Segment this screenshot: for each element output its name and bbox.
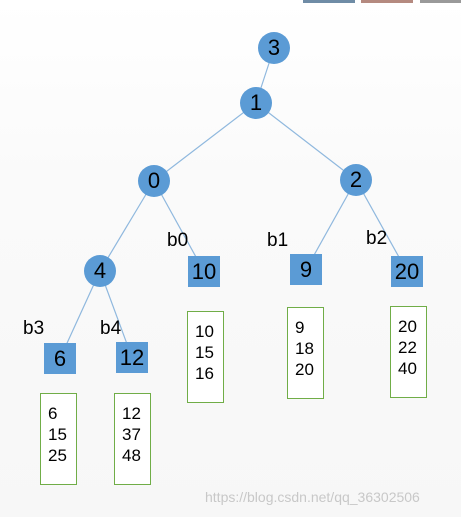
bucket-value: 25 — [48, 446, 67, 465]
leaf-node-12: 12 — [116, 342, 148, 373]
bucket-value: 15 — [48, 425, 67, 444]
leaf-node-9: 9 — [290, 254, 322, 285]
tree-edge-n1-n2 — [255, 102, 357, 181]
bucket-6: 6 15 25 — [40, 393, 77, 485]
bucket-value: 16 — [195, 364, 214, 383]
branch-label-b1: b1 — [267, 230, 289, 251]
tree-node-0: 0 — [138, 165, 170, 197]
branch-label-b2: b2 — [366, 228, 388, 249]
bucket-value: 22 — [398, 338, 417, 357]
bucket-12: 12 37 48 — [114, 393, 151, 485]
tree-edge-n0-n4 — [99, 180, 155, 272]
tree-edge-n1-n0 — [153, 102, 257, 182]
bucket-9: 9 18 20 — [287, 307, 324, 399]
leaf-node-20: 20 — [391, 256, 423, 287]
branch-label-b4: b4 — [100, 318, 122, 339]
bucket-value: 40 — [398, 359, 417, 378]
tree-node-4: 4 — [84, 255, 116, 287]
toolbar-fragment-2 — [361, 0, 413, 3]
leaf-node-6: 6 — [44, 343, 76, 374]
bucket-value: 9 — [295, 318, 305, 337]
bucket-value: 20 — [295, 360, 314, 379]
toolbar-fragment-1 — [303, 0, 355, 3]
bucket-10: 10 15 16 — [187, 311, 224, 403]
watermark: https://blog.csdn.net/qq_36302506 — [205, 489, 420, 505]
leaf-node-10: 10 — [188, 256, 220, 287]
branch-label-b0: b0 — [167, 230, 189, 251]
bucket-value: 37 — [122, 425, 141, 444]
bucket-20: 20 22 40 — [390, 306, 427, 398]
tree-node-1: 1 — [240, 87, 272, 119]
bucket-value: 20 — [398, 317, 417, 336]
bucket-value: 15 — [195, 343, 214, 362]
bucket-value: 12 — [122, 404, 141, 423]
bucket-value: 48 — [122, 446, 141, 465]
tree-node-2: 2 — [340, 164, 372, 196]
bucket-value: 10 — [195, 322, 214, 341]
toolbar-fragment-3 — [420, 0, 461, 3]
bucket-value: 6 — [48, 404, 58, 423]
bucket-value: 18 — [295, 339, 314, 358]
branch-label-b3: b3 — [23, 318, 45, 339]
tree-node-3: 3 — [258, 32, 290, 64]
